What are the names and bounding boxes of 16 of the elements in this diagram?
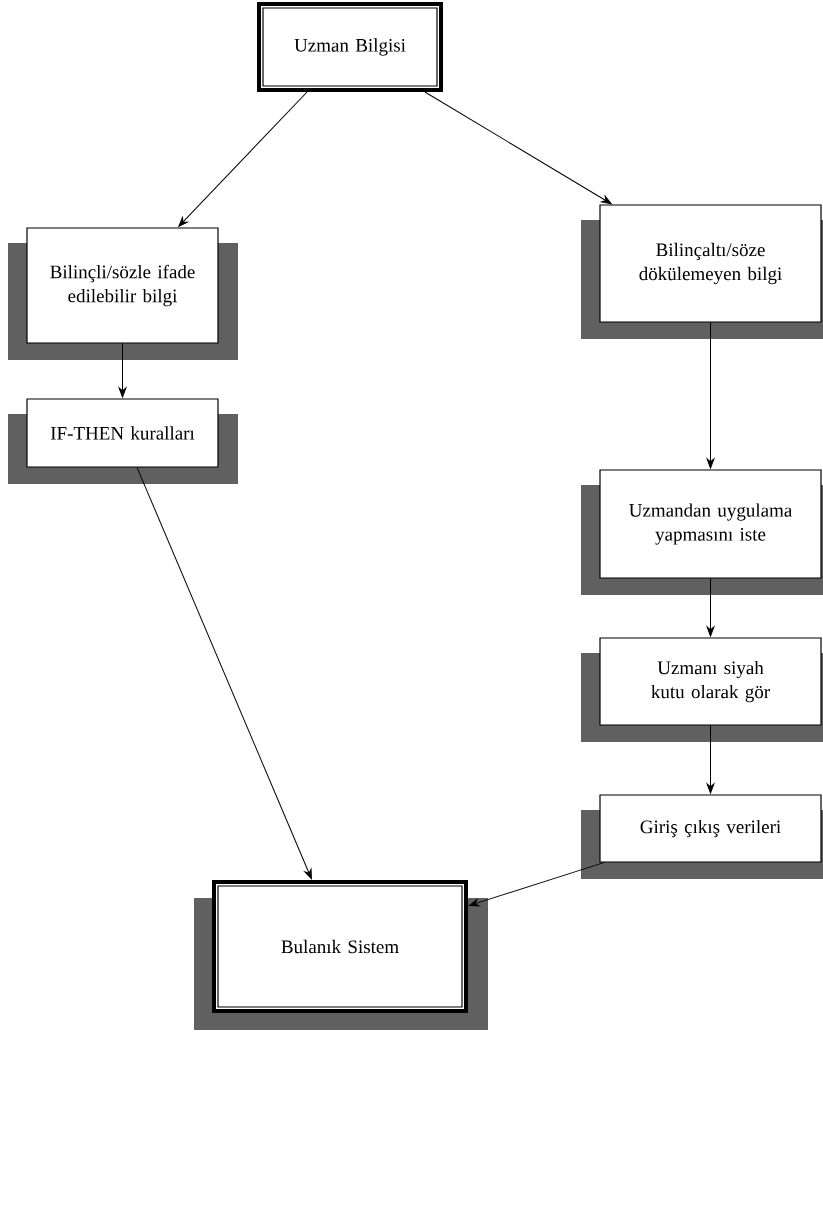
arrow [706,725,715,794]
arrow [424,91,612,205]
shadowed-box: Bilinçli/sözle ifade edilebilir bilgi [8,227,238,360]
arrow [118,343,127,398]
shadowed-box: Uzmandan uygulama yapmasını iste [581,469,823,595]
shadowed-box: Uzmanı siyah kutu olarak gör [581,637,823,742]
shadowed-box: Bilinçaltı/söze dökülemeyen bilgi [581,204,823,339]
shadowed-box: IF-THEN kuralları [8,398,238,484]
arrow [468,862,605,907]
arrow [706,578,715,637]
double-frame-box: Uzman Bilgisi [257,2,443,92]
arrow [136,467,312,880]
arrow [178,91,308,227]
double-frame-box: Bulanık Sistem [194,880,488,1030]
shadowed-box: Giriş çıkış verileri [581,794,823,879]
arrow [706,322,715,469]
